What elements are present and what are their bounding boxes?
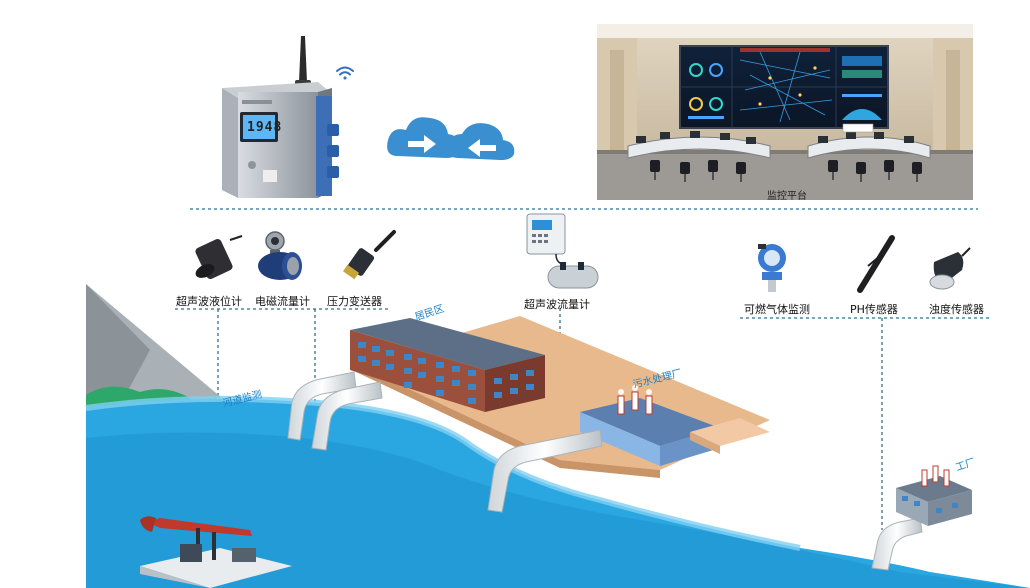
pressure-transmitter-device [342, 230, 396, 280]
turbidity-sensor-label: 浊度传感器 [929, 303, 984, 316]
cloud-upload-icon [387, 117, 461, 158]
pressure-transmitter-label: 压力变送器 [327, 295, 382, 308]
monitoring-platform-caption: 监控平台 [767, 191, 807, 202]
ultrasonic-level-meter-device [195, 235, 243, 280]
electromagnetic-flowmeter-device [258, 231, 302, 280]
sewage-treatment-plant [580, 385, 770, 466]
discharge-pipes [287, 371, 923, 571]
mountain [86, 284, 222, 408]
monitoring-platform-photo [597, 24, 973, 200]
ph-sensor-device [857, 235, 895, 293]
oil-pump-jack [140, 516, 292, 588]
ultrasonic-flowmeter-label: 超声波流量计 [524, 298, 590, 311]
ultrasonic-level-meter-label: 超声波液位计 [176, 295, 242, 308]
ultrasonic-flowmeter-device [526, 213, 599, 289]
residential-buildings [350, 318, 545, 412]
ph-sensor-label: PH传感器 [850, 303, 898, 316]
gateway-display-value: 1948 [247, 120, 283, 135]
electromagnetic-flowmeter-label: 电磁流量计 [255, 295, 310, 308]
combustible-gas-monitor-device [758, 244, 786, 292]
turbidity-sensor-device [929, 247, 971, 290]
combustible-gas-monitor-label: 可燃气体监测 [744, 303, 810, 316]
gateway-device [222, 36, 339, 198]
cloud-download-icon [447, 123, 515, 160]
factory [896, 465, 972, 526]
wifi-icon [336, 66, 354, 80]
